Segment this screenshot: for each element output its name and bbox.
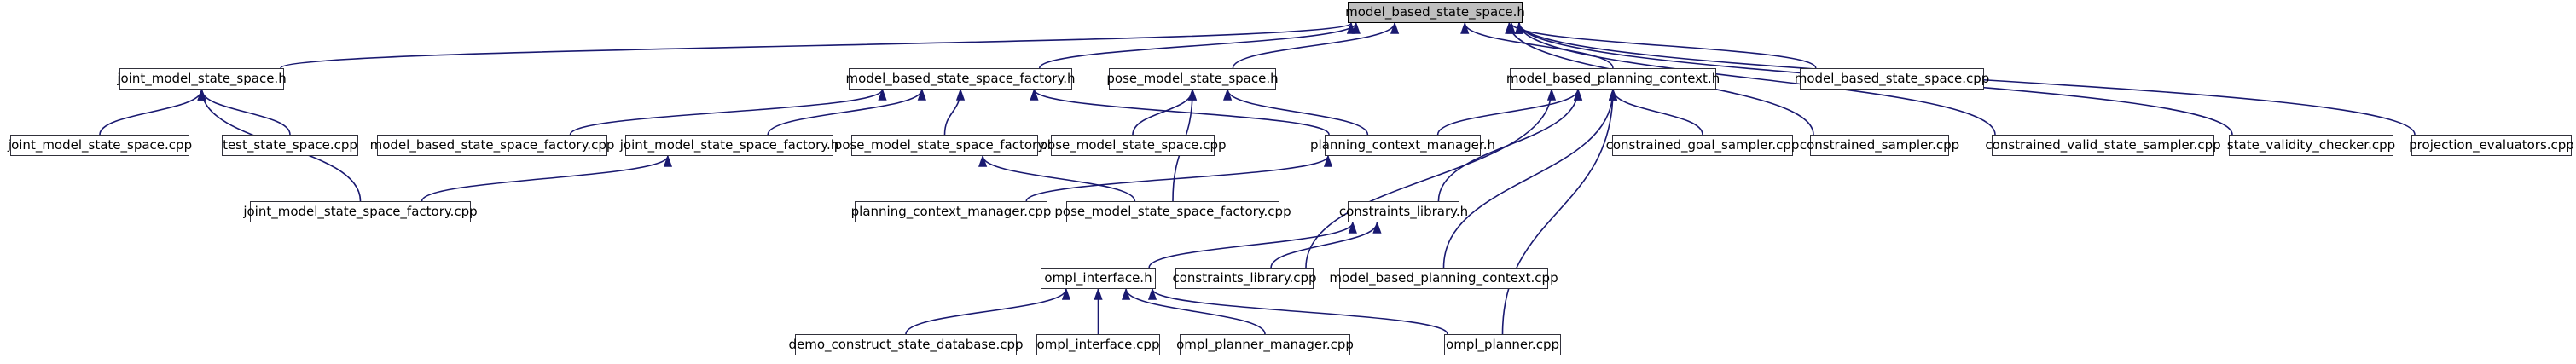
graph-edge <box>1232 21 1400 69</box>
graph-node-model-based-planning-context-h[interactable]: model_based_planning_context.h <box>1506 68 1720 90</box>
graph-edge <box>1025 154 1332 202</box>
graph-edge <box>1442 88 1618 269</box>
graph-node-ompl-planner-cpp[interactable]: ompl_planner.cpp <box>1444 334 1561 355</box>
graph-node-test-state-space-cpp[interactable]: test_state_space.cpp <box>222 135 358 156</box>
graph-node-constraints-library-cpp[interactable]: constraints_library.cpp <box>1172 268 1317 289</box>
graph-node-pose-model-state-space-h[interactable]: pose_model_state_space.h <box>1106 68 1279 90</box>
graph-edge <box>1038 21 1361 69</box>
graph-node-model-based-state-space-cpp[interactable]: model_based_state_space.cpp <box>1795 68 1989 90</box>
graph-node-ompl-planner-manager-cpp[interactable]: ompl_planner_manager.cpp <box>1176 334 1354 355</box>
graph-node-constrained-sampler-cpp[interactable]: constrained_sampler.cpp <box>1800 135 1959 156</box>
graph-node-model-based-state-space-h[interactable]: model_based_state_space.h <box>1345 2 1525 23</box>
graph-node-constrained-valid-state-sampler-cpp[interactable]: constrained_valid_state_sampler.cpp <box>1985 135 2221 156</box>
graph-node-demo-construct-state-database-cpp[interactable]: demo_construct_state_database.cpp <box>788 334 1024 355</box>
graph-node-ompl-interface-cpp[interactable]: ompl_interface.cpp <box>1036 334 1160 355</box>
graph-edge <box>943 88 966 136</box>
graph-node-joint-model-state-space-cpp[interactable]: joint_model_state_space.cpp <box>8 135 192 156</box>
graph-edge <box>1223 88 1369 136</box>
graph-node-joint-model-state-space-factory-h[interactable]: joint_model_state_space_factory.h <box>620 135 838 156</box>
graph-edge <box>1460 21 1614 69</box>
graph-node-projection-evaluators-cpp[interactable]: projection_evaluators.cpp <box>2409 135 2574 156</box>
graph-node-constraints-library-h[interactable]: constraints_library.h <box>1339 201 1468 222</box>
graph-edge <box>1501 88 1618 335</box>
graph-edge <box>1305 88 1557 269</box>
graph-node-pose-model-state-space-factory-h[interactable]: pose_model_state_space_factory.h <box>834 135 1055 156</box>
graph-edge <box>1148 287 1448 335</box>
graph-node-model-based-planning-context-cpp[interactable]: model_based_planning_context.cpp <box>1329 268 1558 289</box>
graph-edge <box>197 88 291 136</box>
graph-edge <box>1270 221 1382 269</box>
graph-edge <box>99 88 206 136</box>
graph-node-pose-model-state-space-cpp[interactable]: pose_model_state_space.cpp <box>1040 135 1227 156</box>
graph-node-ompl-interface-h[interactable]: ompl_interface.h <box>1041 268 1156 289</box>
graph-edge <box>421 154 672 202</box>
graph-node-joint-model-state-space-h[interactable]: joint_model_state_space.h <box>117 68 287 90</box>
graph-edge <box>905 287 1070 335</box>
graph-node-state-validity-checker-cpp[interactable]: state_validity_checker.cpp <box>2227 135 2395 156</box>
graph-edge <box>569 88 887 136</box>
graph-edge <box>1122 287 1266 335</box>
graph-edge <box>1148 221 1357 269</box>
graph-edge <box>1514 21 1996 136</box>
graph-edge <box>1030 88 1330 136</box>
graph-edge <box>280 21 1355 69</box>
graph-node-constrained-goal-sampler-cpp[interactable]: constrained_goal_sampler.cpp <box>1606 135 1799 156</box>
graph-node-joint-model-state-space-factory-cpp[interactable]: joint_model_state_space_factory.cpp <box>243 201 478 222</box>
graph-edge <box>978 154 1136 202</box>
graph-edge <box>1436 88 1582 136</box>
graph-node-model-based-state-space-factory-cpp[interactable]: model_based_state_space_factory.cpp <box>370 135 614 156</box>
graph-edge <box>767 88 926 136</box>
graph-node-planning-context-manager-h[interactable]: planning_context_manager.h <box>1310 135 1495 156</box>
graph-edge <box>1506 21 1817 69</box>
graph-node-model-based-state-space-factory-h[interactable]: model_based_state_space_factory.h <box>846 68 1075 90</box>
graph-node-planning-context-manager-cpp[interactable]: planning_context_manager.cpp <box>851 201 1051 222</box>
graph-node-pose-model-state-space-factory-cpp[interactable]: pose_model_state_space_factory.cpp <box>1054 201 1291 222</box>
graph-edge <box>1608 88 1703 136</box>
